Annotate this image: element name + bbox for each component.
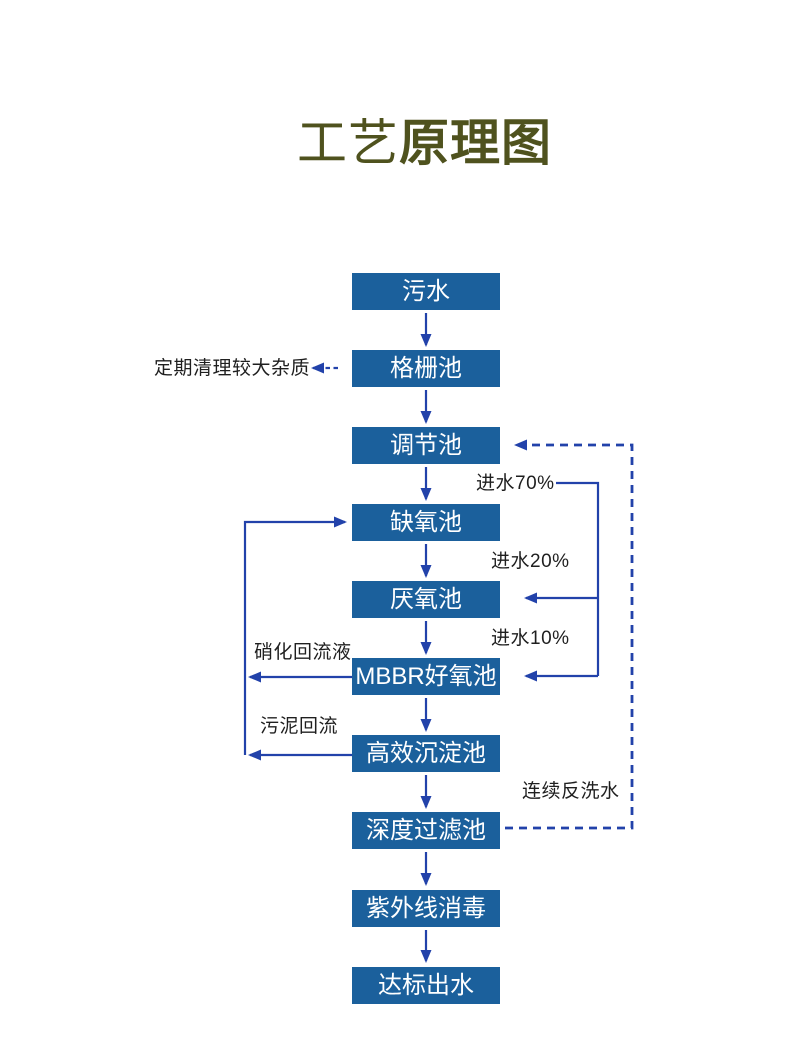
- flow-box-anoxic-pool: 缺氧池: [352, 504, 500, 541]
- reflux-loop-line: [243, 516, 352, 761]
- label-inflow-70: 进水70%: [476, 473, 555, 494]
- label-inflow-20: 进水20%: [491, 551, 570, 572]
- flow-box-mbbr-aerobic-pool: MBBR好氧池: [352, 658, 500, 695]
- flow-box-sedimentation-pool: 高效沉淀池: [352, 735, 500, 772]
- title-emphasis: 原理图: [399, 115, 552, 171]
- label-impurity-cleaning: 定期清理较大杂质: [154, 358, 311, 379]
- label-inflow-10: 进水10%: [491, 628, 570, 649]
- inflow-branch-line: [524, 481, 600, 682]
- flow-box-sewage: 污水: [352, 273, 500, 310]
- flow-box-deep-filtration-pool: 深度过滤池: [352, 812, 500, 849]
- flow-box-grid-pool: 格栅池: [352, 350, 500, 387]
- title-prefix: 工艺: [297, 115, 399, 171]
- flow-box-uv-disinfection: 紫外线消毒: [352, 890, 500, 927]
- flow-box-effluent: 达标出水: [352, 967, 500, 1004]
- label-sludge-return: 污泥回流: [260, 716, 339, 737]
- label-backwash: 连续反洗水: [522, 781, 620, 802]
- page-title: 工艺原理图: [297, 116, 552, 171]
- flow-box-regulating-pool: 调节池: [352, 427, 500, 464]
- flow-box-anaerobic-pool: 厌氧池: [352, 581, 500, 618]
- label-nitrification-return: 硝化回流液: [254, 642, 352, 663]
- backwash-dashed-line: [505, 439, 634, 830]
